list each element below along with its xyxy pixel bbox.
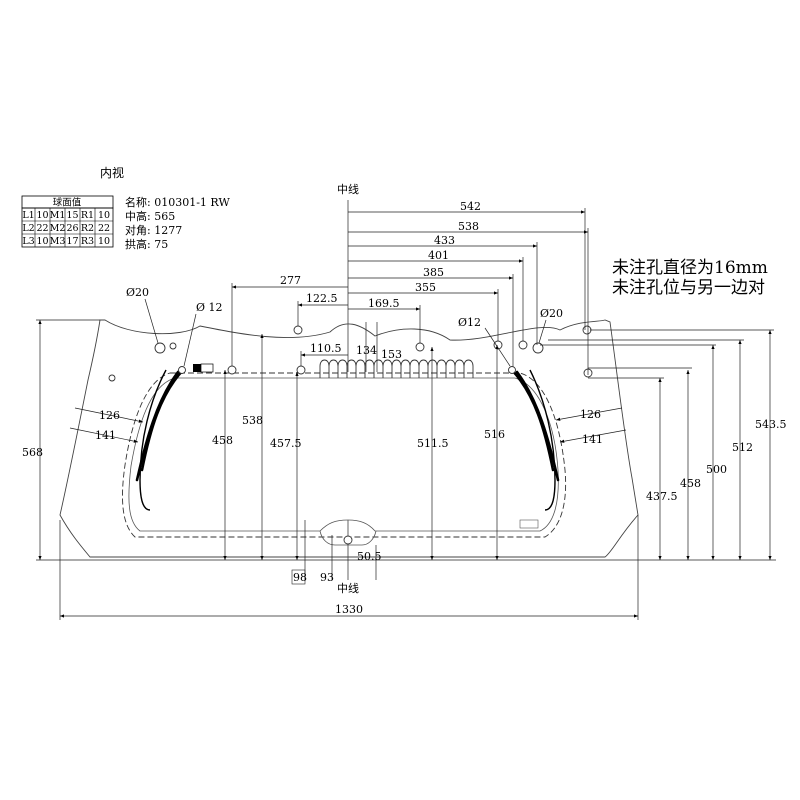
hole (415, 342, 425, 352)
dim-568: 568 (22, 446, 43, 459)
hole-left-12 (178, 366, 186, 374)
hole (518, 340, 528, 350)
label-hole-right-12: Ø12 (458, 316, 481, 329)
sphere-table-cell: 26 (66, 223, 78, 234)
dim-110-5: 110.5 (310, 342, 342, 355)
sphere-table-title: 球面值 (53, 197, 82, 209)
hole (227, 365, 237, 375)
dim-126-right: 126 (580, 408, 601, 421)
sphere-table-cell: M3 (50, 236, 66, 247)
sphere-table-cell: R3 (81, 236, 94, 247)
sphere-table-cell: 10 (98, 210, 110, 221)
centerline-label-top: 中线 (337, 182, 359, 196)
sphere-table-cell: 15 (66, 210, 78, 221)
sphere-table-cell: L3 (22, 236, 34, 247)
dim-169-5: 169.5 (368, 297, 400, 310)
hole (293, 325, 303, 335)
dim-401: 401 (428, 249, 449, 262)
horizontal-dimensions: 542 538 433 401 385 355 277 122.5 169.5 … (231, 200, 589, 375)
dim-512: 512 (732, 441, 753, 454)
hole (108, 374, 116, 382)
sphere-table-cell: R1 (81, 210, 94, 221)
dim-153: 153 (381, 348, 402, 361)
dim-126-left: 126 (99, 409, 120, 422)
note-hole-diameter: 未注孔直径为16mm (612, 258, 768, 278)
dim-50-5: 50.5 (357, 550, 382, 563)
dim-277: 277 (280, 274, 301, 287)
dim-500: 500 (706, 463, 727, 476)
dim-141-left: 141 (95, 429, 116, 442)
right-busbar-outer (510, 368, 555, 472)
inner-border (128, 377, 559, 532)
sphere-table-cell: 10 (98, 236, 110, 247)
antenna-wave (319, 359, 474, 378)
label-hole-left-12: Ø 12 (196, 301, 223, 314)
dim-457-5: 457.5 (270, 437, 302, 450)
view-label: 内视 (100, 165, 124, 180)
dim-355: 355 (415, 281, 436, 294)
dim-458-right: 458 (680, 477, 701, 490)
dim-433: 433 (434, 234, 455, 247)
centerline-label-bottom: 中线 (337, 581, 359, 595)
sphere-table-cell: 10 (36, 210, 48, 221)
hole (582, 325, 592, 335)
hole (169, 342, 177, 350)
sphere-table-cell: 22 (98, 223, 110, 234)
spec-name: 名称: 010301-1 RW (125, 195, 230, 209)
hole-bottom-center (343, 535, 353, 545)
sphere-table-cell: 10 (36, 236, 48, 247)
dim-141-right: 141 (582, 433, 603, 446)
dim-458-left: 458 (212, 434, 233, 447)
dim-538-vertical: 538 (242, 414, 263, 427)
dim-437-5: 437.5 (646, 490, 678, 503)
logo-mark (519, 519, 539, 529)
hole-right-12 (508, 366, 516, 374)
sphere-table-cell: M2 (50, 223, 66, 234)
sphere-table-cell: M1 (50, 210, 66, 221)
hole-left-20 (154, 342, 166, 354)
dim-98: 98 (293, 571, 307, 584)
connector-block (193, 364, 201, 372)
bottom-center-dimensions: 98 93 50.5 (291, 520, 382, 585)
sphere-table-cell: L2 (22, 223, 34, 234)
overall-width-dimension: 1330 (59, 515, 639, 620)
side-dimensions: 126 141 126 141 (69, 407, 627, 446)
spec-diagonal: 对角: 1277 (125, 223, 182, 237)
dim-543-5: 543.5 (755, 418, 787, 431)
label-hole-right-20: Ø20 (540, 307, 563, 320)
mounting-holes (108, 325, 593, 545)
sphere-table-cell: R2 (81, 223, 94, 234)
spec-arch-height: 拱高: 75 (125, 237, 168, 251)
dim-516: 516 (484, 428, 505, 441)
label-hole-left-20: Ø20 (126, 286, 149, 299)
inner-border-dashed (122, 372, 567, 538)
hole-right-20 (532, 342, 544, 354)
dim-122-5: 122.5 (306, 292, 338, 305)
dim-385: 385 (423, 266, 444, 279)
dim-1330: 1330 (335, 603, 363, 616)
note-hole-position: 未注孔位与另一边对 (612, 278, 765, 298)
dim-538-top: 538 (458, 220, 479, 233)
sphere-table-cell: 22 (36, 223, 48, 234)
dim-542: 542 (460, 200, 481, 213)
sphere-table-cell: 17 (66, 236, 78, 247)
sphere-table-cell: L1 (22, 210, 34, 221)
dim-511-5: 511.5 (417, 437, 449, 450)
vertical-dimensions: 568 458 538 457.5 511.5 516 437.5 458 50… (22, 319, 787, 561)
dim-93: 93 (320, 571, 334, 584)
hole (296, 365, 306, 375)
spec-center-height: 中高: 565 (125, 209, 175, 223)
dim-134: 134 (356, 344, 377, 357)
